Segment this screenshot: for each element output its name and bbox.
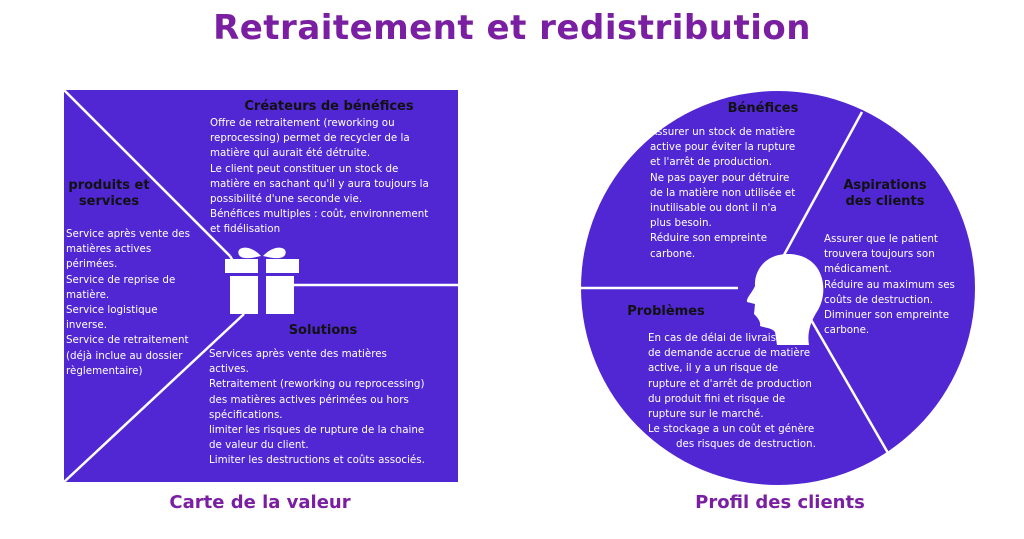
value-map-background	[63, 89, 458, 483]
gains-title: Bénéfices	[727, 101, 799, 116]
gain-creators-text: Offre de retraitement (reworking ou repr…	[210, 117, 429, 236]
value-map-caption: Carte de la valeur	[169, 492, 351, 513]
customer-profile-caption: Profil des clients	[695, 492, 865, 513]
products-services-text: Service après vente des matières actives…	[66, 228, 190, 377]
jobs-text: Assurer que le patient trouvera toujours…	[824, 233, 955, 337]
gift-icon	[225, 247, 299, 314]
divider-line	[776, 111, 864, 267]
page-title: Retraitement et redistribution	[213, 8, 811, 48]
divider-line	[808, 317, 890, 454]
customer-head-icon	[746, 254, 824, 345]
customer-profile-background	[581, 91, 975, 485]
products-services-title: produits et services	[68, 178, 150, 209]
divider-line	[63, 313, 245, 483]
jobs-title: Aspirations des clients	[843, 178, 927, 209]
pain-relievers-text: Services après vente des matières active…	[209, 348, 425, 467]
pains-title: Problèmes	[627, 304, 705, 319]
pains-text: En cas de délai de livraison ou de deman…	[648, 332, 816, 451]
divider-line	[63, 89, 231, 257]
value-map: Créateurs de bénéfices Offre de retraite…	[63, 89, 458, 483]
pain-relievers-title: Solutions	[288, 323, 358, 338]
gains-text: Assurer un stock de matière active pour …	[650, 126, 796, 260]
gain-creators-title: Créateurs de bénéfices	[244, 99, 414, 114]
customer-profile: Bénéfices Assurer un stock de matière ac…	[578, 88, 978, 488]
